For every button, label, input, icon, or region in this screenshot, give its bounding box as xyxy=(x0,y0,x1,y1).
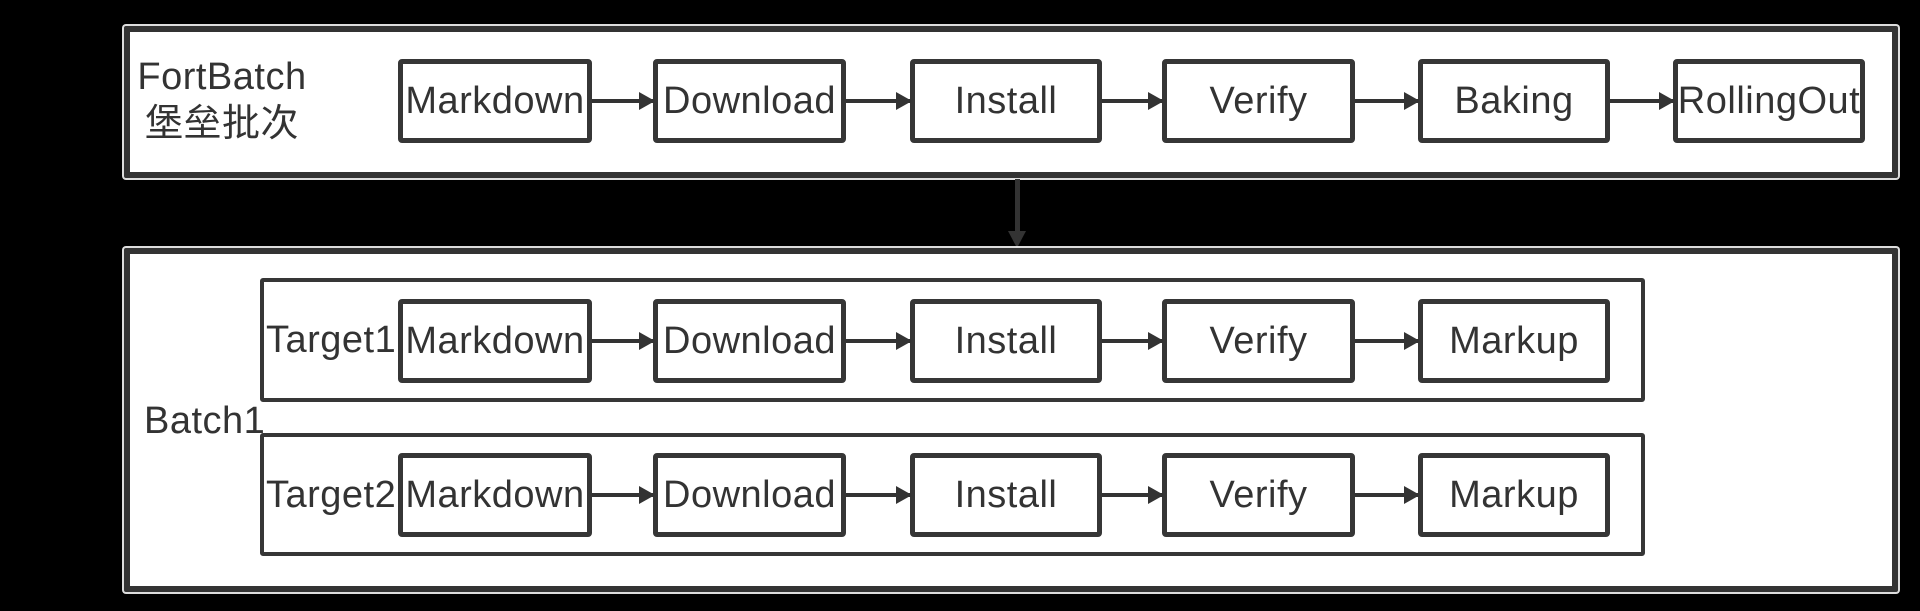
fortbatch-stage-baking: Baking xyxy=(1418,59,1610,143)
target1-stage-verify: Verify xyxy=(1162,299,1355,383)
fortbatch-stage-verify: Verify xyxy=(1162,59,1355,143)
target1-label: Target1 xyxy=(266,318,397,361)
target1-stage-markup: Markup xyxy=(1418,299,1610,383)
fortbatch-title-en: FortBatch xyxy=(137,56,307,98)
arrow-fortbatch-to-batch1-icon xyxy=(1008,179,1026,248)
target2-stage-markup: Markup xyxy=(1418,453,1610,537)
target2-stage-markdown: Markdown xyxy=(398,453,592,537)
target1-stage-install: Install xyxy=(910,299,1102,383)
arrow-t2-verify-markup-icon xyxy=(1355,486,1420,504)
arrow-t1-download-install-icon xyxy=(846,332,912,350)
fortbatch-title: FortBatch 堡垒批次 xyxy=(136,54,308,148)
target2-stage-download: Download xyxy=(653,453,846,537)
target2-label: Target2 xyxy=(266,473,397,516)
arrow-baking-rollingout-icon xyxy=(1610,92,1675,110)
target2-stage-verify: Verify xyxy=(1162,453,1355,537)
target1-stage-markdown: Markdown xyxy=(398,299,592,383)
fortbatch-stage-download: Download xyxy=(653,59,846,143)
arrow-t1-install-verify-icon xyxy=(1102,332,1164,350)
target1-stage-download: Download xyxy=(653,299,846,383)
arrow-t2-install-verify-icon xyxy=(1102,486,1164,504)
arrow-verify-baking-icon xyxy=(1355,92,1420,110)
arrow-t1-markdown-download-icon xyxy=(592,332,655,350)
arrow-download-install-icon xyxy=(846,92,912,110)
fortbatch-stage-markdown: Markdown xyxy=(398,59,592,143)
arrow-t2-markdown-download-icon xyxy=(592,486,655,504)
arrow-markdown-download-icon xyxy=(592,92,655,110)
fortbatch-stage-rollingout: RollingOut xyxy=(1673,59,1865,143)
fortbatch-stage-install: Install xyxy=(910,59,1102,143)
fortbatch-title-zh: 堡垒批次 xyxy=(144,103,299,145)
target2-stage-install: Install xyxy=(910,453,1102,537)
arrow-t2-download-install-icon xyxy=(846,486,912,504)
arrow-install-verify-icon xyxy=(1102,92,1164,110)
batch1-label: Batch1 xyxy=(144,400,266,442)
arrow-t1-verify-markup-icon xyxy=(1355,332,1420,350)
